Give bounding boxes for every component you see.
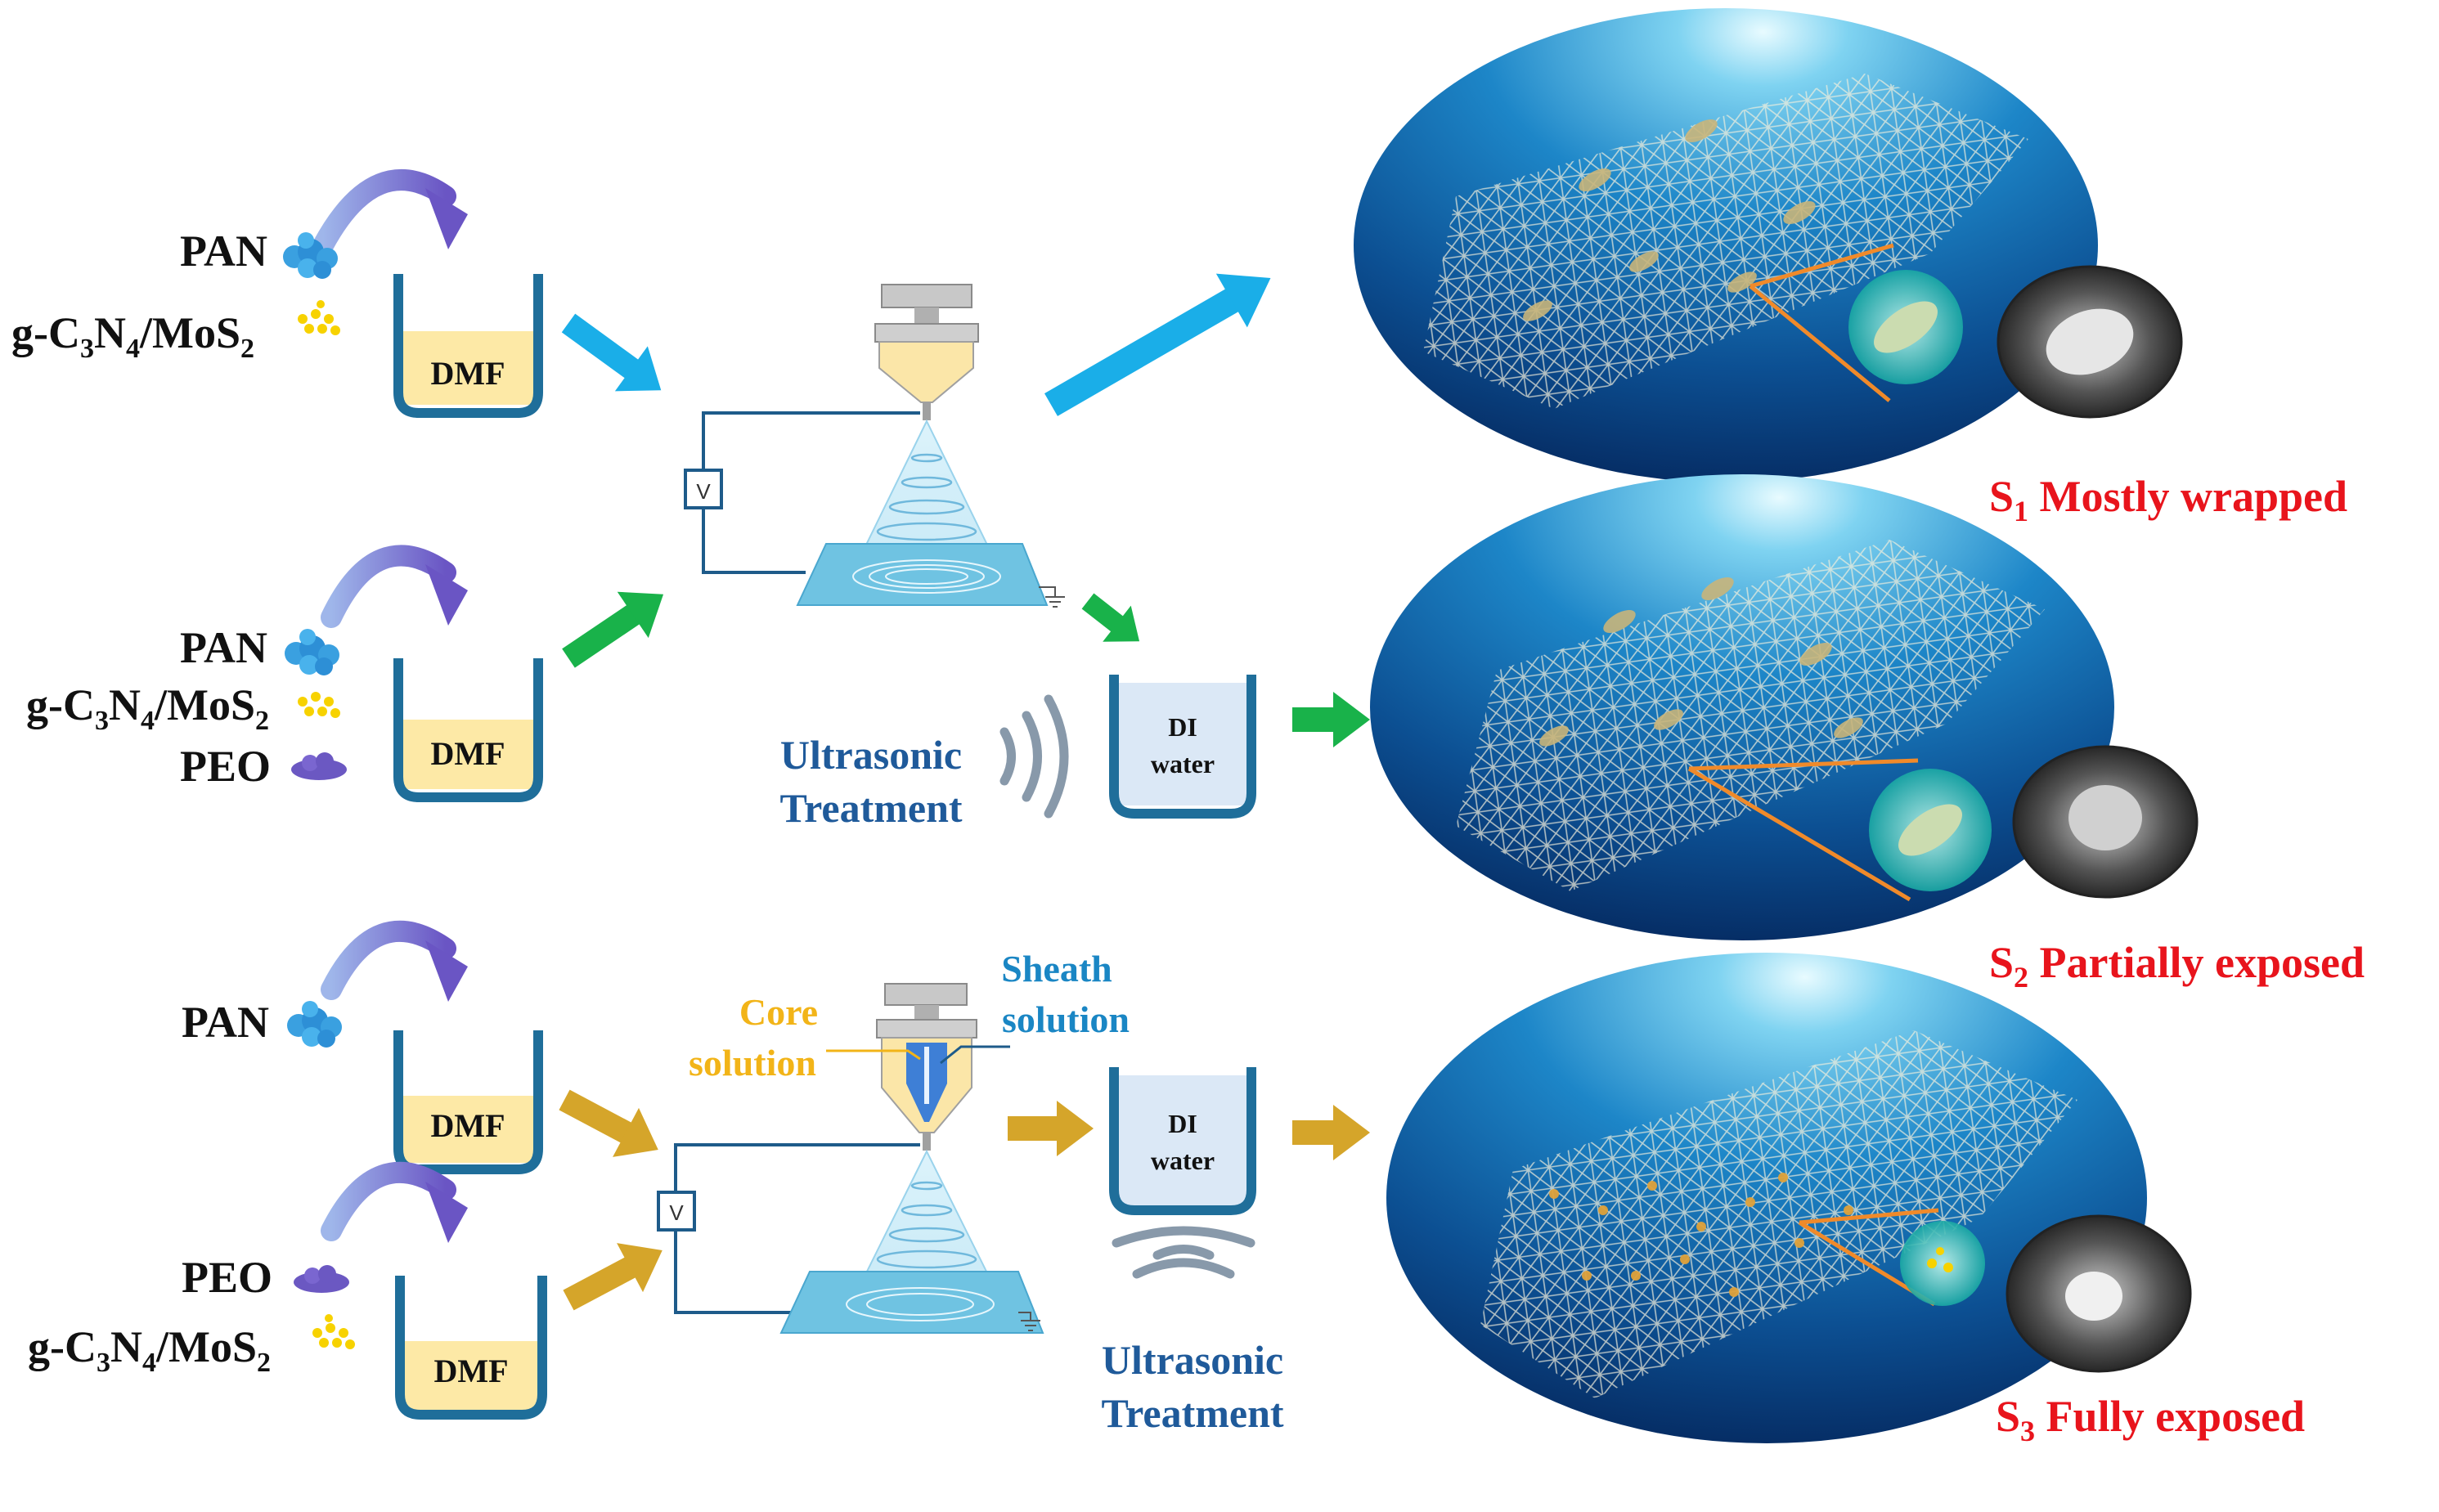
electrospinning-setup: V (684, 284, 1065, 608)
flow-arrow (561, 313, 662, 392)
beaker-label: DMF (430, 735, 505, 772)
voltage-symbol: V (669, 1200, 684, 1225)
chemical-label-pan: PAN (180, 227, 267, 276)
flow-arrow (563, 1243, 663, 1311)
beaker-label: DMF (430, 1107, 505, 1144)
dmf-beaker: DMF (393, 658, 543, 802)
blue-powder-icon (287, 1001, 342, 1048)
mixing-arrowhead (425, 940, 468, 1002)
chemical-label-gc3n4-mos2: g-C3N4/MoS2 (26, 680, 269, 736)
beaker-label-line1: DI (1168, 1109, 1197, 1138)
fiber-membrane (1423, 74, 2028, 409)
mixing-arrow (312, 169, 456, 256)
core-label-line1: Core (739, 991, 818, 1033)
chemical-label-peo: PEO (182, 1253, 272, 1302)
chemical-label-pan: PAN (182, 998, 269, 1047)
flow-arrow (1292, 692, 1370, 747)
mixing-arrowhead (425, 1182, 468, 1243)
dmf-beaker: DMF (393, 1030, 543, 1174)
flow-arrow (562, 591, 664, 668)
chemical-label-peo: PEO (180, 742, 271, 791)
beaker-label-line1: DI (1168, 712, 1197, 742)
ultrasonic-waves-icon (999, 694, 1069, 819)
voltage-symbol: V (696, 479, 711, 504)
purple-powder-icon (294, 1265, 349, 1293)
chemical-label-gc3n4-mos2: g-C3N4/MoS2 (28, 1322, 271, 1378)
result-label: S2 Partially exposed (1989, 938, 2365, 994)
treatment-label-line2: Treatment (1101, 1390, 1283, 1436)
blue-powder-icon (283, 232, 338, 279)
flow-arrow (1044, 273, 1271, 416)
fiber-membrane (1456, 540, 2045, 891)
sheath-label-line1: Sheath (1001, 948, 1112, 989)
di-water-beaker: DI water (1109, 1067, 1256, 1215)
result-panel-s1: S1 Mostly wrapped (1354, 8, 2347, 527)
zoom-cell-circle (1900, 1221, 1985, 1306)
result-panel-s2: S2 Partially exposed (1370, 474, 2365, 994)
blue-powder-icon (285, 629, 339, 675)
yellow-particles-icon (298, 300, 340, 335)
purple-powder-icon (291, 752, 347, 780)
result-label: S1 Mostly wrapped (1989, 472, 2347, 527)
row-2-synthesis: PAN g-C3N4/MoS2 PEO DMF (26, 545, 664, 802)
coaxial-electrospinning-setup: V Core solution Sheath solution (657, 948, 1130, 1334)
row-1-synthesis: PAN g-C3N4/MoS2 DMF (11, 169, 662, 418)
beaker-label-line2: water (1151, 1146, 1215, 1175)
result-label: S3 Fully exposed (1996, 1392, 2305, 1447)
flow-arrow (1008, 1101, 1094, 1156)
mixing-arrowhead (425, 564, 468, 626)
sheath-label-line2: solution (1002, 998, 1130, 1040)
core-label-line2: solution (689, 1042, 816, 1084)
mixing-arrowhead (425, 188, 468, 249)
treatment-label-line1: Ultrasonic (780, 732, 962, 778)
beaker-label: DMF (430, 355, 505, 392)
yellow-particles-icon (312, 1314, 355, 1349)
dmf-beaker: DMF (395, 1276, 547, 1420)
dmf-beaker: DMF (393, 274, 543, 418)
result-panel-s3: S3 Fully exposed (1386, 953, 2305, 1447)
chemical-label-pan: PAN (180, 623, 267, 672)
flow-arrow (559, 1089, 658, 1157)
treatment-label-line1: Ultrasonic (1102, 1337, 1283, 1383)
beaker-label: DMF (433, 1353, 508, 1389)
mixing-arrow (321, 920, 456, 1000)
flow-arrow (1081, 593, 1140, 642)
chemical-label-gc3n4-mos2: g-C3N4/MoS2 (11, 308, 254, 364)
yellow-particles-icon (298, 692, 340, 718)
di-water-beaker: DI water (1109, 675, 1256, 819)
mixing-arrow (321, 1161, 456, 1241)
treatment-label-line2: Treatment (779, 785, 962, 831)
flow-arrow (1292, 1105, 1370, 1160)
mixing-arrow (321, 545, 456, 628)
row-3-synthesis: PAN DMF PEO g-C3N4/MoS2 DMF (28, 920, 663, 1420)
beaker-label-line2: water (1151, 749, 1215, 778)
fiber-membrane (1480, 1030, 2077, 1398)
ultrasonic-waves-icon (1112, 1226, 1255, 1279)
